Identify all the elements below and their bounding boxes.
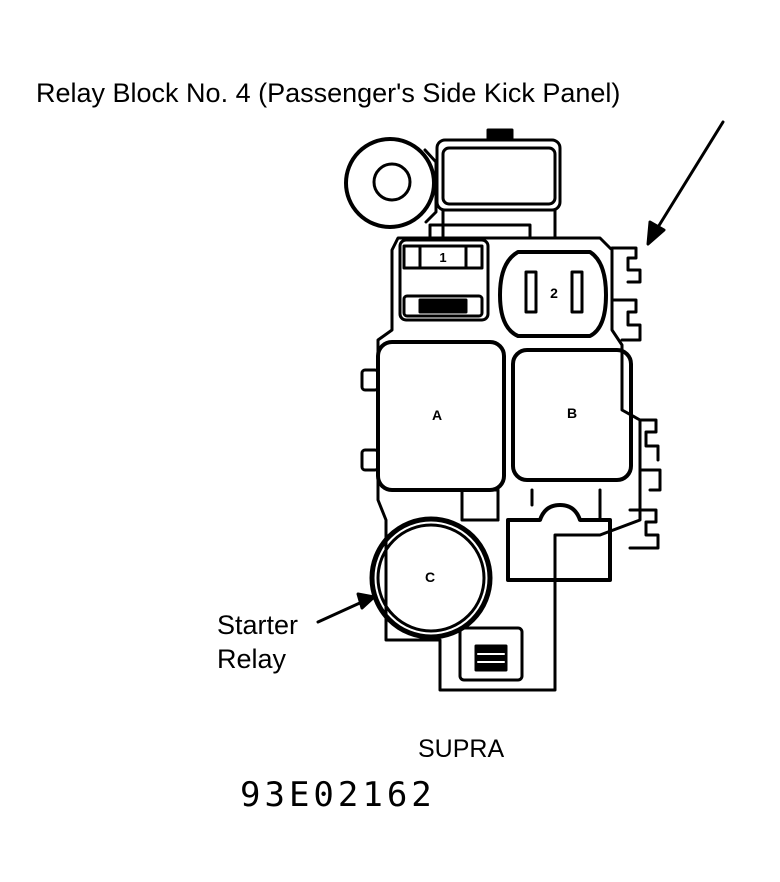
figure-number: 93E02162 bbox=[240, 775, 436, 815]
relay-b: B bbox=[511, 348, 633, 482]
fuse-1: 1 bbox=[398, 238, 490, 322]
relay-c-starter: C bbox=[369, 516, 493, 640]
side-latch-tabs bbox=[610, 246, 662, 550]
diagram-title: Relay Block No. 4 (Passenger's Side Kick… bbox=[36, 78, 621, 108]
round-connector bbox=[344, 137, 438, 229]
relay-c-label: C bbox=[425, 569, 435, 585]
relay-a-label: A bbox=[432, 407, 442, 423]
starter-relay-pointer-arrow bbox=[316, 592, 376, 624]
relay-b-label: B bbox=[567, 405, 577, 421]
relay-2: 2 bbox=[498, 250, 608, 338]
lower-connector bbox=[460, 488, 612, 582]
relay-a: A bbox=[360, 340, 506, 492]
bottom-connector bbox=[458, 626, 524, 682]
fuse-1-label: 1 bbox=[439, 250, 446, 265]
model-name: SUPRA bbox=[418, 735, 505, 763]
starter-relay-callout-line1: Starter bbox=[217, 610, 299, 640]
top-connector-housing bbox=[435, 128, 562, 240]
title-pointer-arrow bbox=[646, 120, 725, 246]
starter-relay-callout-line2: Relay bbox=[217, 644, 287, 674]
relay-2-label: 2 bbox=[550, 285, 558, 301]
